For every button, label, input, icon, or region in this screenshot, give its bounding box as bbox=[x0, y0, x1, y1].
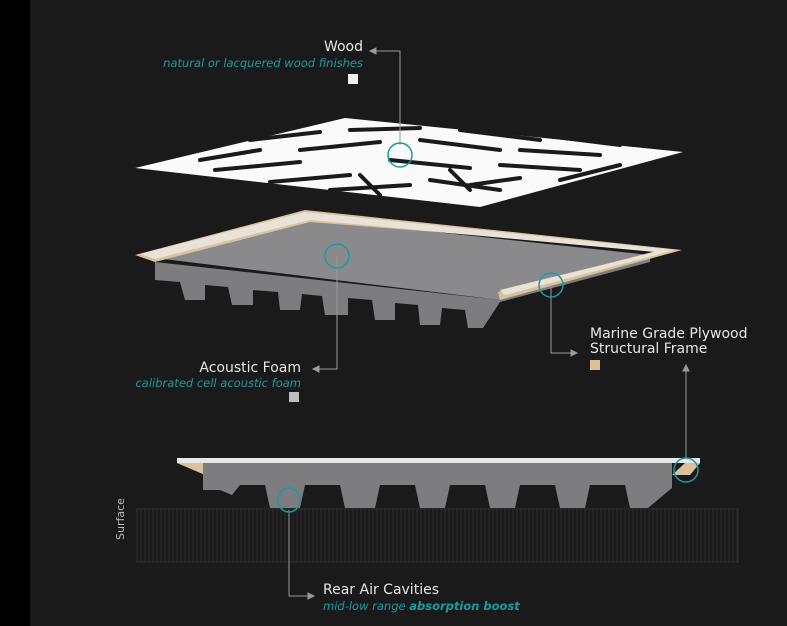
foam-swatch bbox=[289, 392, 299, 402]
foam-title: Acoustic Foam bbox=[199, 360, 301, 376]
cavities-subtitle: mid-low range absorption boost bbox=[323, 599, 520, 613]
cavities-subtitle-bold: absorption boost bbox=[409, 599, 520, 613]
wood-subtitle: natural or lacquered wood finishes bbox=[163, 56, 363, 70]
surface-hatch bbox=[136, 508, 739, 563]
frame-swatch bbox=[590, 360, 600, 370]
cavities-subtitle-plain: mid-low range bbox=[323, 599, 410, 613]
wood-title: Wood bbox=[323, 39, 363, 55]
surface-label: Surface bbox=[114, 498, 127, 540]
callout-circles bbox=[277, 142, 699, 513]
frame-title-line2: Structural Frame bbox=[590, 341, 708, 357]
side-view-assembly bbox=[136, 458, 739, 563]
frame-and-foam bbox=[135, 210, 682, 328]
cavities-title: Rear Air Cavities bbox=[323, 582, 439, 598]
left-edge-strip bbox=[0, 0, 30, 626]
wood-swatch bbox=[348, 74, 358, 84]
foam-subtitle: calibrated cell acoustic foam bbox=[135, 376, 301, 390]
frame-title-line1: Marine Grade Plywood bbox=[590, 326, 748, 342]
